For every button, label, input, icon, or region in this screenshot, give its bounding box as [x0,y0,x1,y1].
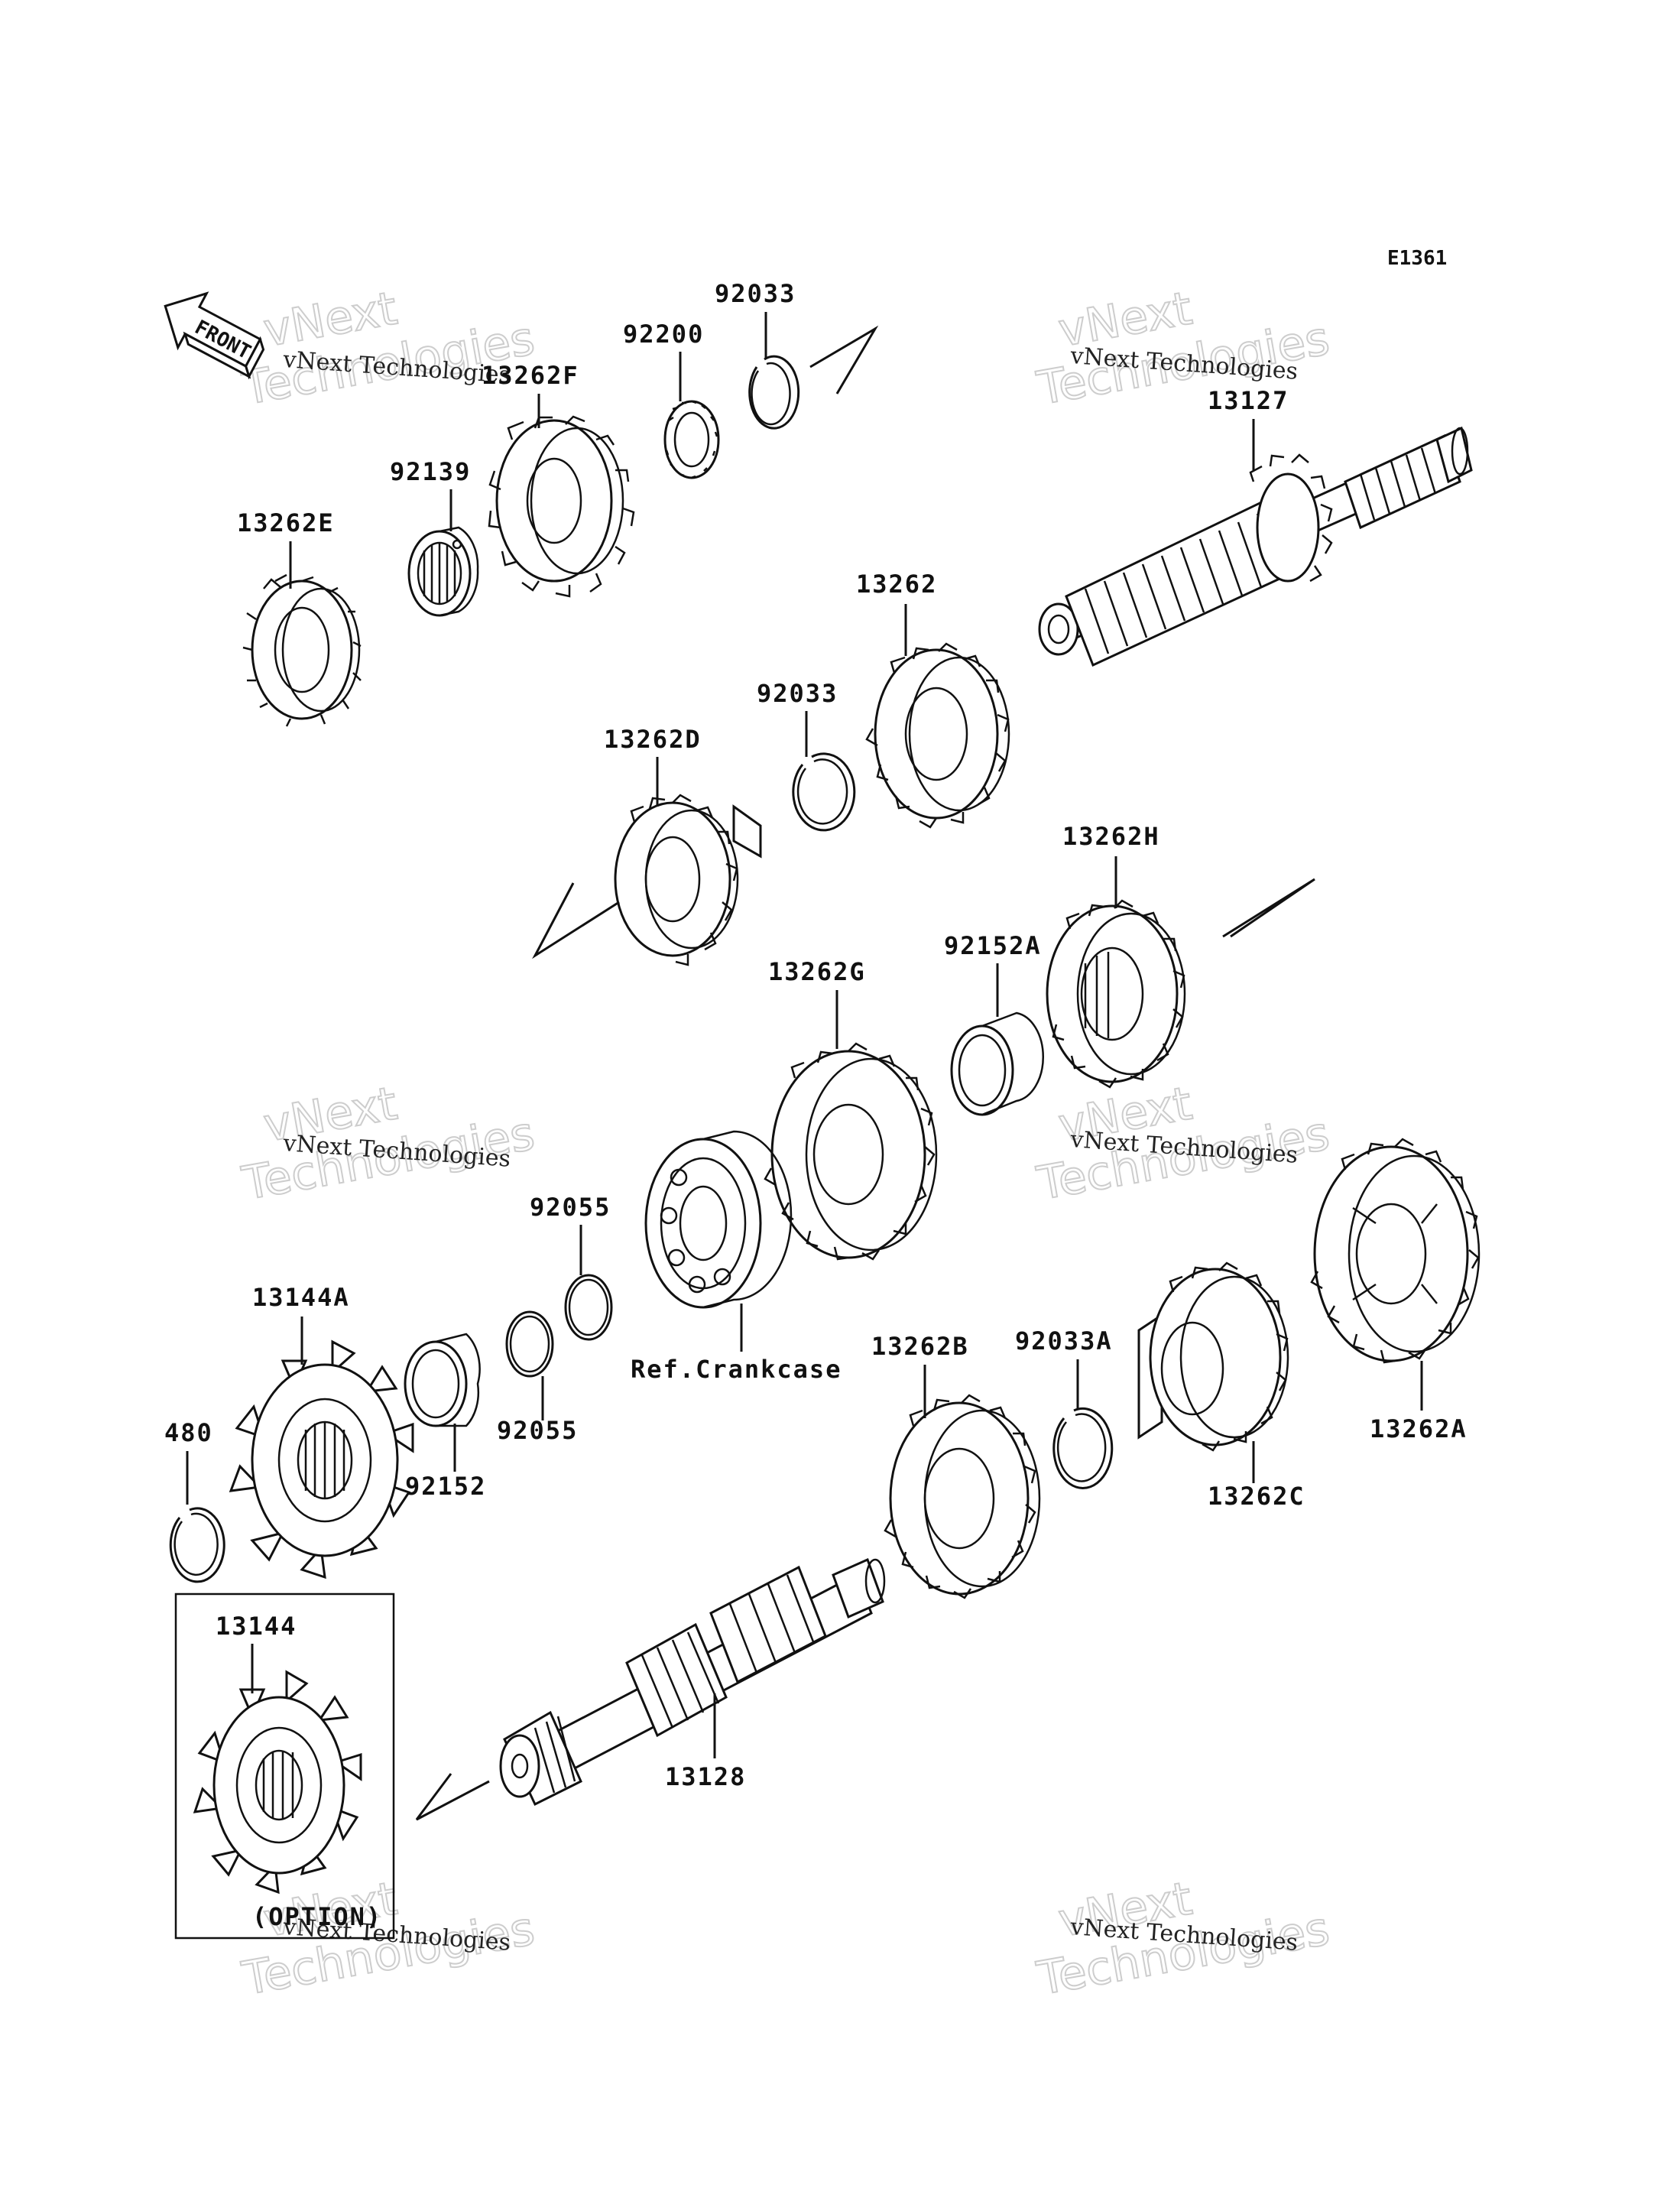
bushing-92152a [950,1011,1044,1116]
label-92033-mid: 92033 [757,679,838,708]
label-92200: 92200 [623,320,704,349]
gear-13262g [764,1042,938,1261]
label-13262e: 13262E [237,508,335,537]
label-92055-bottom: 92055 [497,1416,578,1445]
label-13262: 13262 [856,570,937,599]
label-13128: 13128 [665,1762,746,1791]
circlip-92033-mid [792,752,856,832]
option-box [174,1592,395,1940]
label-13262f: 13262F [482,361,579,390]
o-ring-92055-bottom [505,1310,554,1378]
label-13127: 13127 [1208,386,1289,415]
axis-line [415,1773,490,1821]
label-13144: 13144 [216,1612,297,1641]
ball-bearing-crankcase [644,1130,793,1309]
front-arrow-icon: FRONT [164,291,265,380]
axis-line [809,325,879,394]
diagram-code: E1361 [1387,247,1447,270]
o-ring-92055-top [564,1274,613,1341]
circlip-92033-top [748,355,800,430]
option-label: (OPTION) [252,1902,382,1931]
collar-92152 [404,1333,481,1427]
label-92033-top: 92033 [715,279,796,308]
gear-13262h [1046,899,1186,1089]
label-13262b: 13262B [871,1332,969,1361]
main-shaft-13127 [1038,426,1473,667]
circlip-480 [169,1507,225,1583]
label-13262c: 13262C [1208,1482,1305,1511]
gear-13262a [1310,1138,1481,1364]
label-13262d: 13262D [604,725,702,754]
gear-13262f [488,415,635,598]
label-92055-top: 92055 [530,1193,611,1222]
countershaft-13128 [499,1557,886,1807]
axis-line [1222,878,1315,938]
label-92139: 92139 [390,457,471,486]
gear-13262b [884,1394,1041,1599]
sprocket-13144a [229,1339,414,1580]
gear-13262 [865,642,1010,829]
circlip-92033a [1052,1407,1114,1489]
label-13262h: 13262H [1062,822,1160,851]
label-13144a: 13144A [252,1283,350,1312]
gear-13262d [614,794,762,966]
label-480: 480 [164,1418,213,1447]
gear-13262c [1137,1261,1289,1452]
washer-92200 [663,400,720,479]
gear-13262e [242,573,362,727]
ref-crankcase-label: Ref.Crankcase [631,1355,842,1384]
label-92152a: 92152A [944,931,1042,960]
label-92152: 92152 [405,1472,486,1501]
needle-bearing-92139 [407,526,479,617]
sprocket-13144 [193,1670,362,1894]
label-92033a: 92033A [1015,1326,1113,1355]
axis-line [532,882,620,959]
label-13262a: 13262A [1370,1414,1468,1443]
label-13262g: 13262G [768,957,866,986]
